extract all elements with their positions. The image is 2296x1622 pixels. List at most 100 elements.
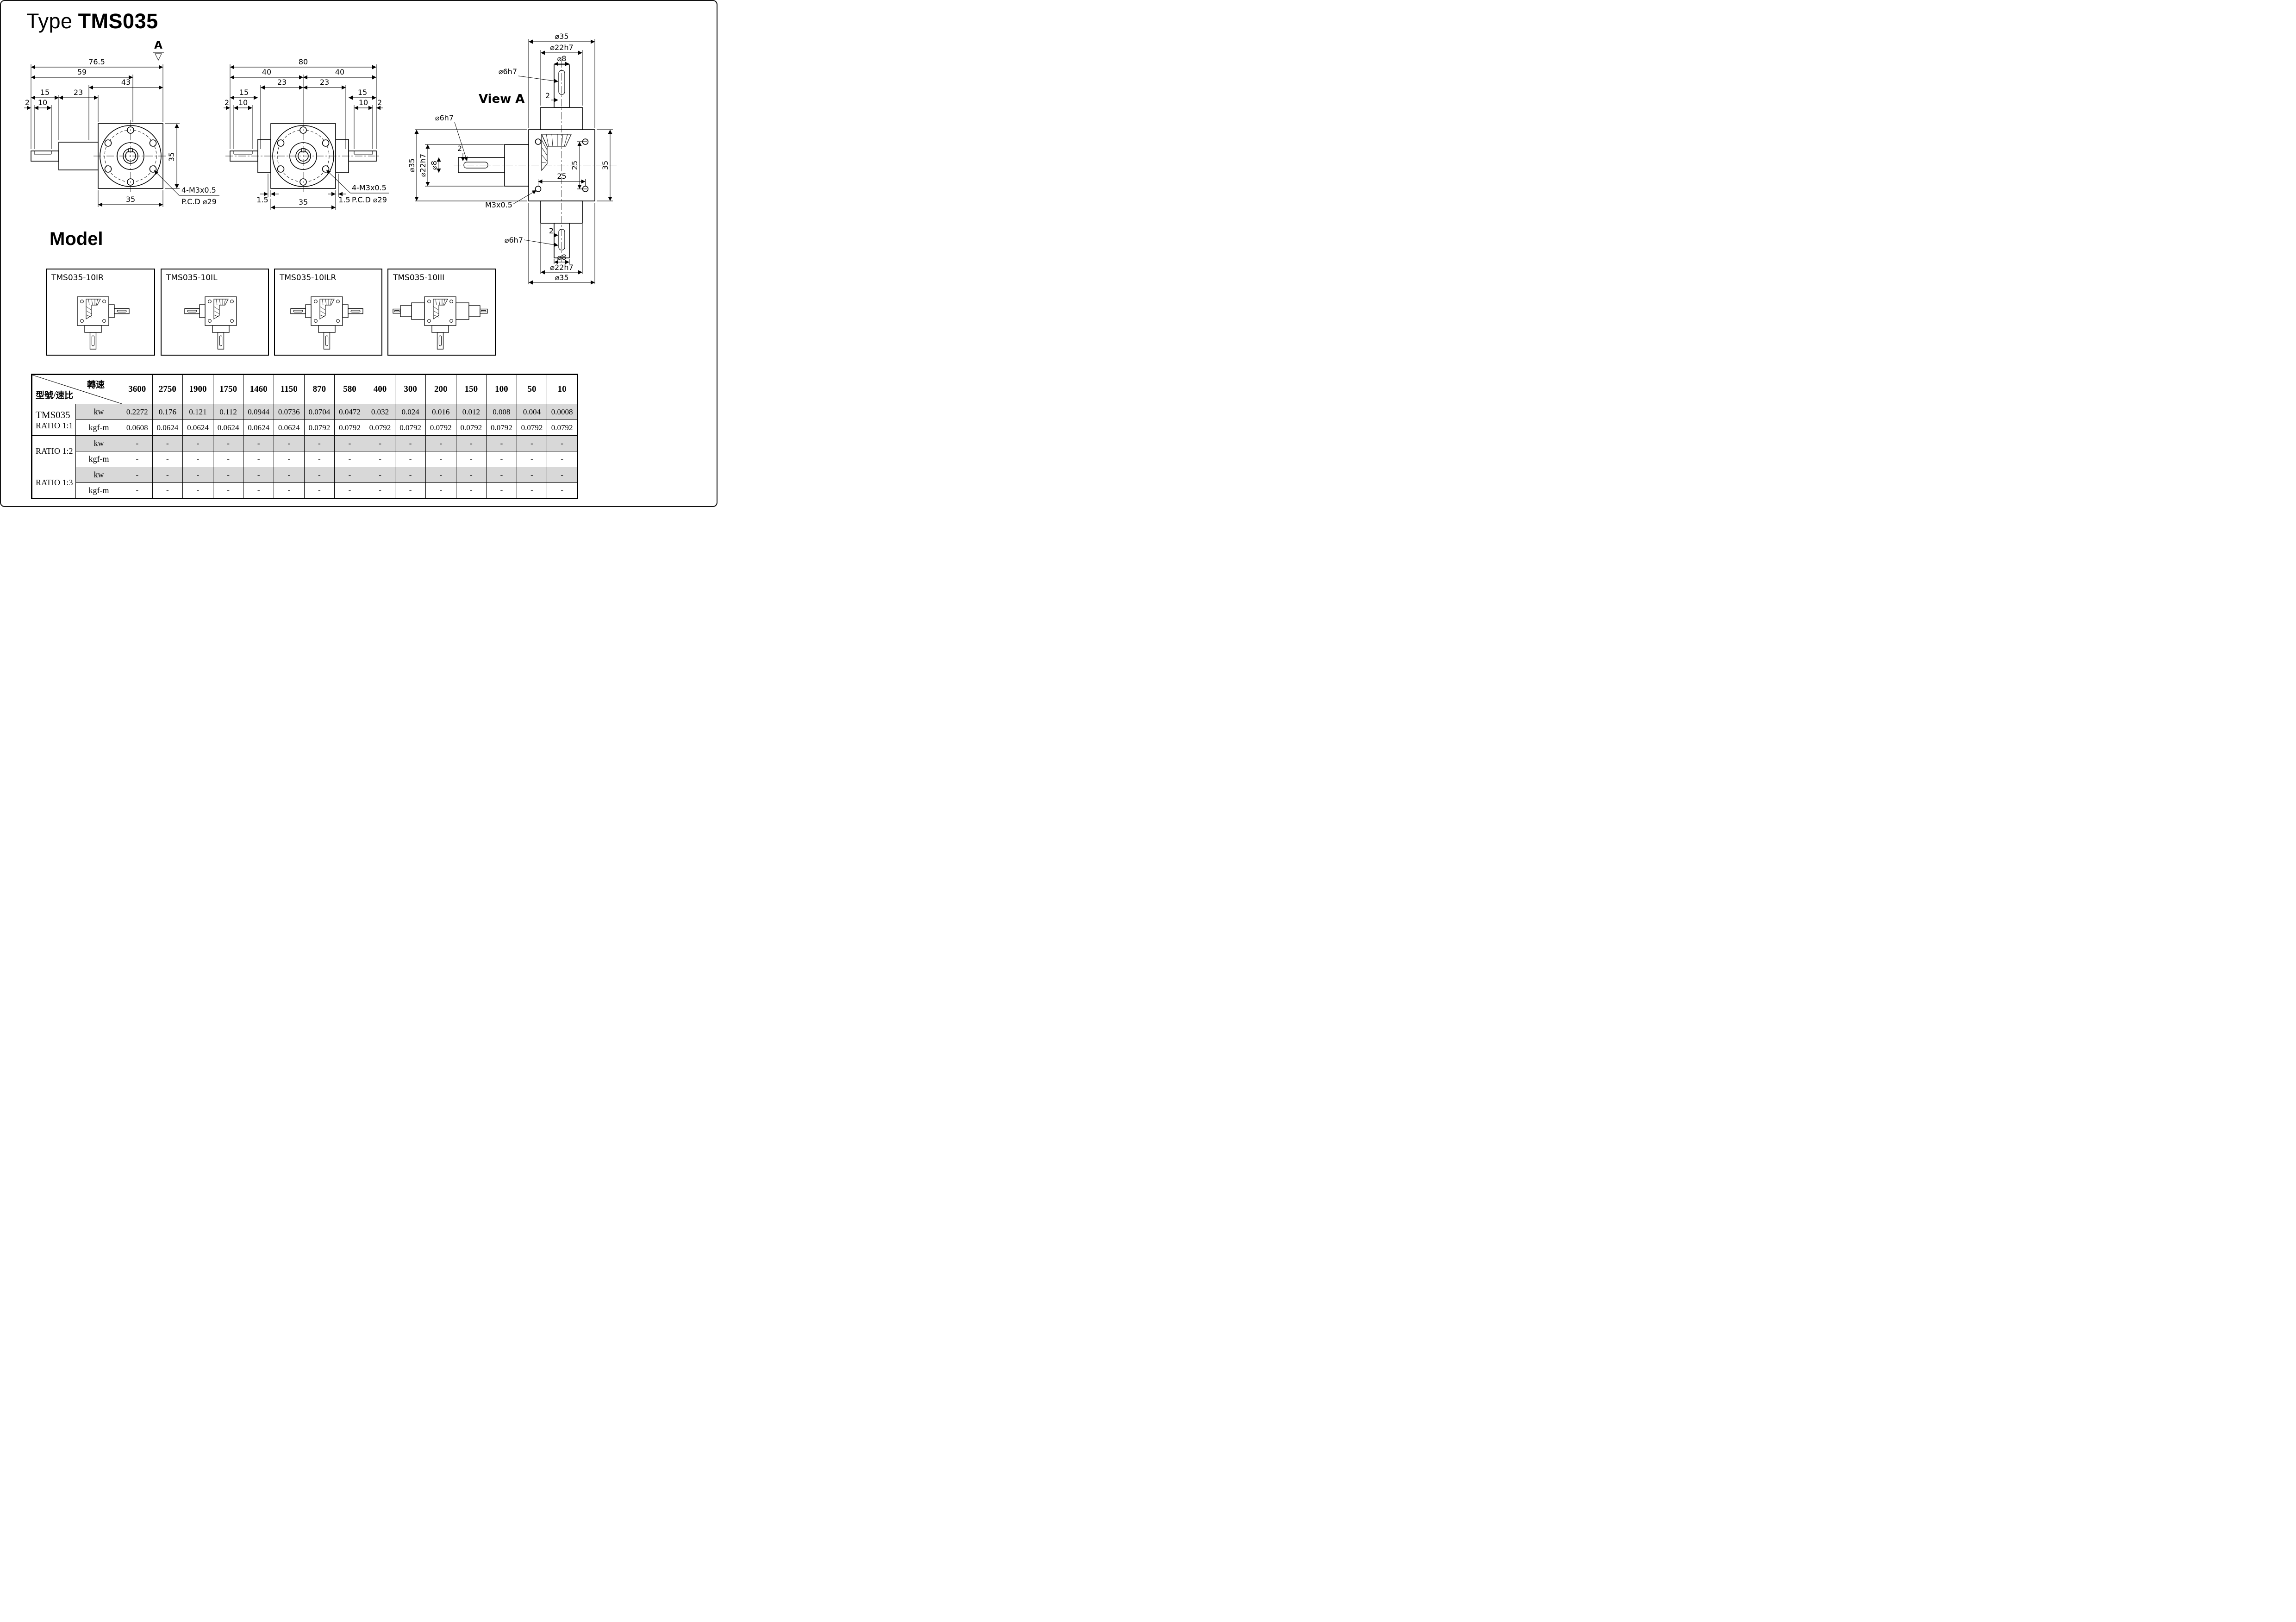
unit-label: kw [75,467,122,483]
dim-10-left: 10 [238,98,248,107]
dim-35-bottom: 35 [126,195,135,204]
spec-value: - [304,482,335,499]
model-name: TMS035-10III [393,273,445,282]
spec-value: - [334,451,365,467]
dim-left-35: ⌀35 [407,158,416,172]
pcd-note: P.C.D ⌀29 [352,195,387,204]
spec-value: - [212,435,244,451]
thread-note: 4-M3x0.5 [352,183,387,192]
dim-35-bottom: 35 [299,198,308,207]
spec-value: - [364,435,396,451]
spec-value: - [243,435,274,451]
dim-screw-span-v-25: 25 [570,161,579,170]
spec-value: - [425,467,456,483]
spec-value: - [425,482,456,499]
model-variant-drawing-iii [393,296,488,350]
spec-value: 0.0472 [334,404,365,420]
model-box-tms035-10ir: TMS035-10IR [46,269,155,356]
left-side-view-drawing: A [24,39,219,207]
spec-value: - [364,451,396,467]
spec-value: - [455,482,487,499]
spec-value: 0.0792 [547,420,578,436]
speed-column-header: 2750 [152,374,183,404]
spec-value: 0.0624 [243,420,274,436]
unit-label: kgf-m [75,451,122,467]
dim-left-6h7: ⌀6h7 [435,113,454,122]
title-prefix: Type [26,9,73,33]
unit-label: kgf-m [75,482,122,499]
left-view-dimensions: 76.5 59 43 15 23 2 10 35 3 [24,57,219,207]
model-ratio-header-label: 型號/速比 [36,391,74,401]
spec-value: 0.0704 [304,404,335,420]
dim-2-right: 2 [377,98,382,107]
screw-note: M3x0.5 [485,200,512,209]
model-name: TMS035-10IR [51,273,104,282]
spec-value: 0.112 [212,404,244,420]
spec-value: - [516,451,548,467]
spec-value: - [455,435,487,451]
spec-value: 0.0792 [304,420,335,436]
spec-value: - [122,435,153,451]
table-row: kgf-m--------------- [32,482,578,499]
table-corner-cell: 轉速 型號/速比 [31,374,122,404]
spec-value: - [273,467,305,483]
dim-top-key-2: 2 [545,91,550,100]
dim-15-right: 15 [358,88,367,97]
view-a-dimensions: ⌀35 ⌀22h7 ⌀8 ⌀6h7 2 ⌀35 ⌀22h7 ⌀8 ⌀6h7 2 [407,32,613,285]
model-name: TMS035-10ILR [280,273,337,282]
spec-value: 0.0624 [273,420,305,436]
spec-value: 0.008 [486,404,517,420]
thread-note: 4-M3x0.5 [181,186,216,194]
speed-column-header: 3600 [122,374,153,404]
dim-80: 80 [299,57,308,66]
dim-bottom-8: ⌀8 [557,253,567,262]
unit-label: kgf-m [75,420,122,436]
dim-1-5-left: 1.5 [256,195,268,204]
spec-value: - [152,467,183,483]
spec-value: - [395,451,426,467]
dim-screw-span-h-25: 25 [557,172,566,181]
spec-value: 0.0624 [182,420,213,436]
front-view-dimensions: 80 40 40 23 23 15 15 2 10 10 [224,57,389,210]
spec-value: 0.016 [425,404,456,420]
spec-value: - [212,482,244,499]
spec-value: 0.0792 [334,420,365,436]
dim-35-side: 35 [167,152,176,162]
dim-left-22h7: ⌀22h7 [418,154,427,177]
dim-23-right: 23 [320,78,329,87]
spec-value: - [212,451,244,467]
ratio-group-label: RATIO 1:2 [31,435,76,467]
title-model: TMS035 [78,9,158,33]
dim-40-left: 40 [262,68,271,76]
model-section-heading: Model [50,229,103,249]
spec-value: - [395,467,426,483]
spec-value: 0.0944 [243,404,274,420]
section-a-label: A [154,39,162,51]
spec-value: - [547,482,578,499]
speed-column-header: 300 [395,374,426,404]
dim-bottom-6h7: ⌀6h7 [505,236,523,244]
speed-column-header: 1150 [273,374,305,404]
dim-23: 23 [74,88,83,97]
dim-40-right: 40 [335,68,344,76]
model-box-tms035-10iii: TMS035-10III [387,269,496,356]
spec-value: - [304,435,335,451]
dim-59: 59 [77,68,87,76]
spec-value: 0.0792 [516,420,548,436]
spec-value: - [122,482,153,499]
speed-column-header: 870 [304,374,335,404]
speed-column-header: 150 [455,374,487,404]
speed-column-header: 400 [364,374,396,404]
dim-1-5-right: 1.5 [338,195,350,204]
model-name: TMS035-10IL [166,273,218,282]
spec-value: - [486,482,517,499]
table-row: kgf-m--------------- [32,451,578,467]
speed-header-label: 轉速 [87,380,105,390]
dim-right-35: 35 [601,161,610,170]
